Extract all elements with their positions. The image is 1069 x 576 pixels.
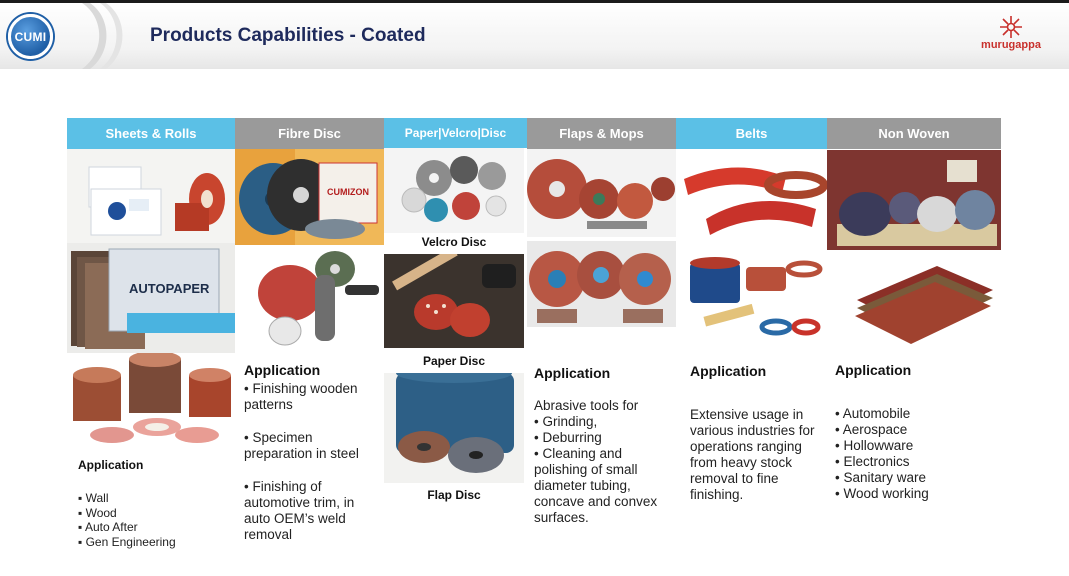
slide-header [0,3,1069,69]
belts-image [676,149,827,253]
non-woven-application-item: • Wood working [835,486,929,501]
non-woven-application-item: • Sanitary ware [835,470,927,485]
flaps-application-item: • Grinding, [534,414,598,429]
fibre-application-heading: Application [244,362,321,378]
murugappa-logo: murugappa [975,14,1047,58]
column-header-non-woven: Non Woven [827,118,1001,149]
non-woven-image [827,150,1001,250]
flaps-application-intro: Abrasive tools for [534,398,639,413]
sheets-application-item: ▪ Gen Engineering [78,534,176,549]
sheets-application-list: ▪ Wall ▪ Wood ▪ Auto After ▪ Gen Enginee… [78,491,176,549]
flaps-application-item: • Deburring [534,430,602,445]
paper-disc-caption: Paper Disc [422,354,486,368]
paper-disc-image [384,254,524,348]
non-woven-application-list: • Automobile • Aerospace • Hollowware • … [835,406,995,502]
column-header-fibre-disc: Fibre Disc [235,118,384,149]
column-header-paper-velcro-disc: Paper|Velcro|Disc [384,118,527,148]
fibre-disc-grinder-image [235,245,384,350]
sheets-application-item: ▪ Auto After [78,520,138,534]
top-border [0,0,1069,3]
sheets-rolls-image [67,353,235,453]
sheets-rolls-box-image [67,149,235,243]
fibre-disc-image: CUMIZON [235,149,384,245]
flaps-application-item: • Cleaning and polishing of small diamet… [534,446,658,525]
non-woven-application-item: • Hollowware [835,438,914,453]
velcro-disc-caption: Velcro Disc [421,235,487,249]
autopaper-label: AUTOPAPER [129,281,210,296]
header-swoosh [82,3,123,69]
non-woven-application-heading: Application [835,362,912,378]
sheets-application-item: ▪ Wood [78,505,117,520]
non-woven-pads-image [827,250,1001,354]
velcro-disc-image [384,148,524,233]
flap-disc-caption: Flap Disc [427,488,481,502]
non-woven-application-item: • Aerospace [835,422,908,437]
belts-application-text: Extensive usage in various industries fo… [690,407,815,502]
flaps-application-heading: Application [534,365,611,381]
column-header-sheets-rolls: Sheets & Rolls [67,118,235,149]
fibre-application-item: • Finishing of automotive trim, in auto … [244,479,355,542]
flower-icon [1000,16,1022,38]
flaps-mops-image [527,149,676,237]
non-woven-application-item: • Automobile [835,406,911,421]
column-header-belts: Belts [676,118,827,149]
fibre-application-item: • Specimen preparation in steel [244,430,359,461]
page-title: Products Capabilities - Coated [150,25,426,46]
flap-wheels-image [527,241,676,327]
autopaper-sheets-image: AUTOPAPER [67,243,235,353]
murugappa-wordmark: murugappa [981,39,1041,51]
belts-application-heading: Application [690,363,767,379]
fibre-application-list: • Finishing wooden patterns • Specimen p… [244,381,380,543]
sheets-application-heading: Application [78,458,144,472]
cumi-logo: CUMI [8,14,53,59]
column-header-flaps-mops: Flaps & Mops [527,118,676,149]
flaps-application-list: Abrasive tools for • Grinding, • Deburri… [534,398,672,526]
non-woven-application-item: • Electronics [835,454,910,469]
belts-assortment-image [676,253,827,347]
fibre-application-item: • Finishing wooden patterns [244,381,358,412]
sheets-application-item: ▪ Wall [78,491,109,505]
flap-disc-image [384,373,524,483]
cumizon-label: CUMIZON [327,187,369,197]
